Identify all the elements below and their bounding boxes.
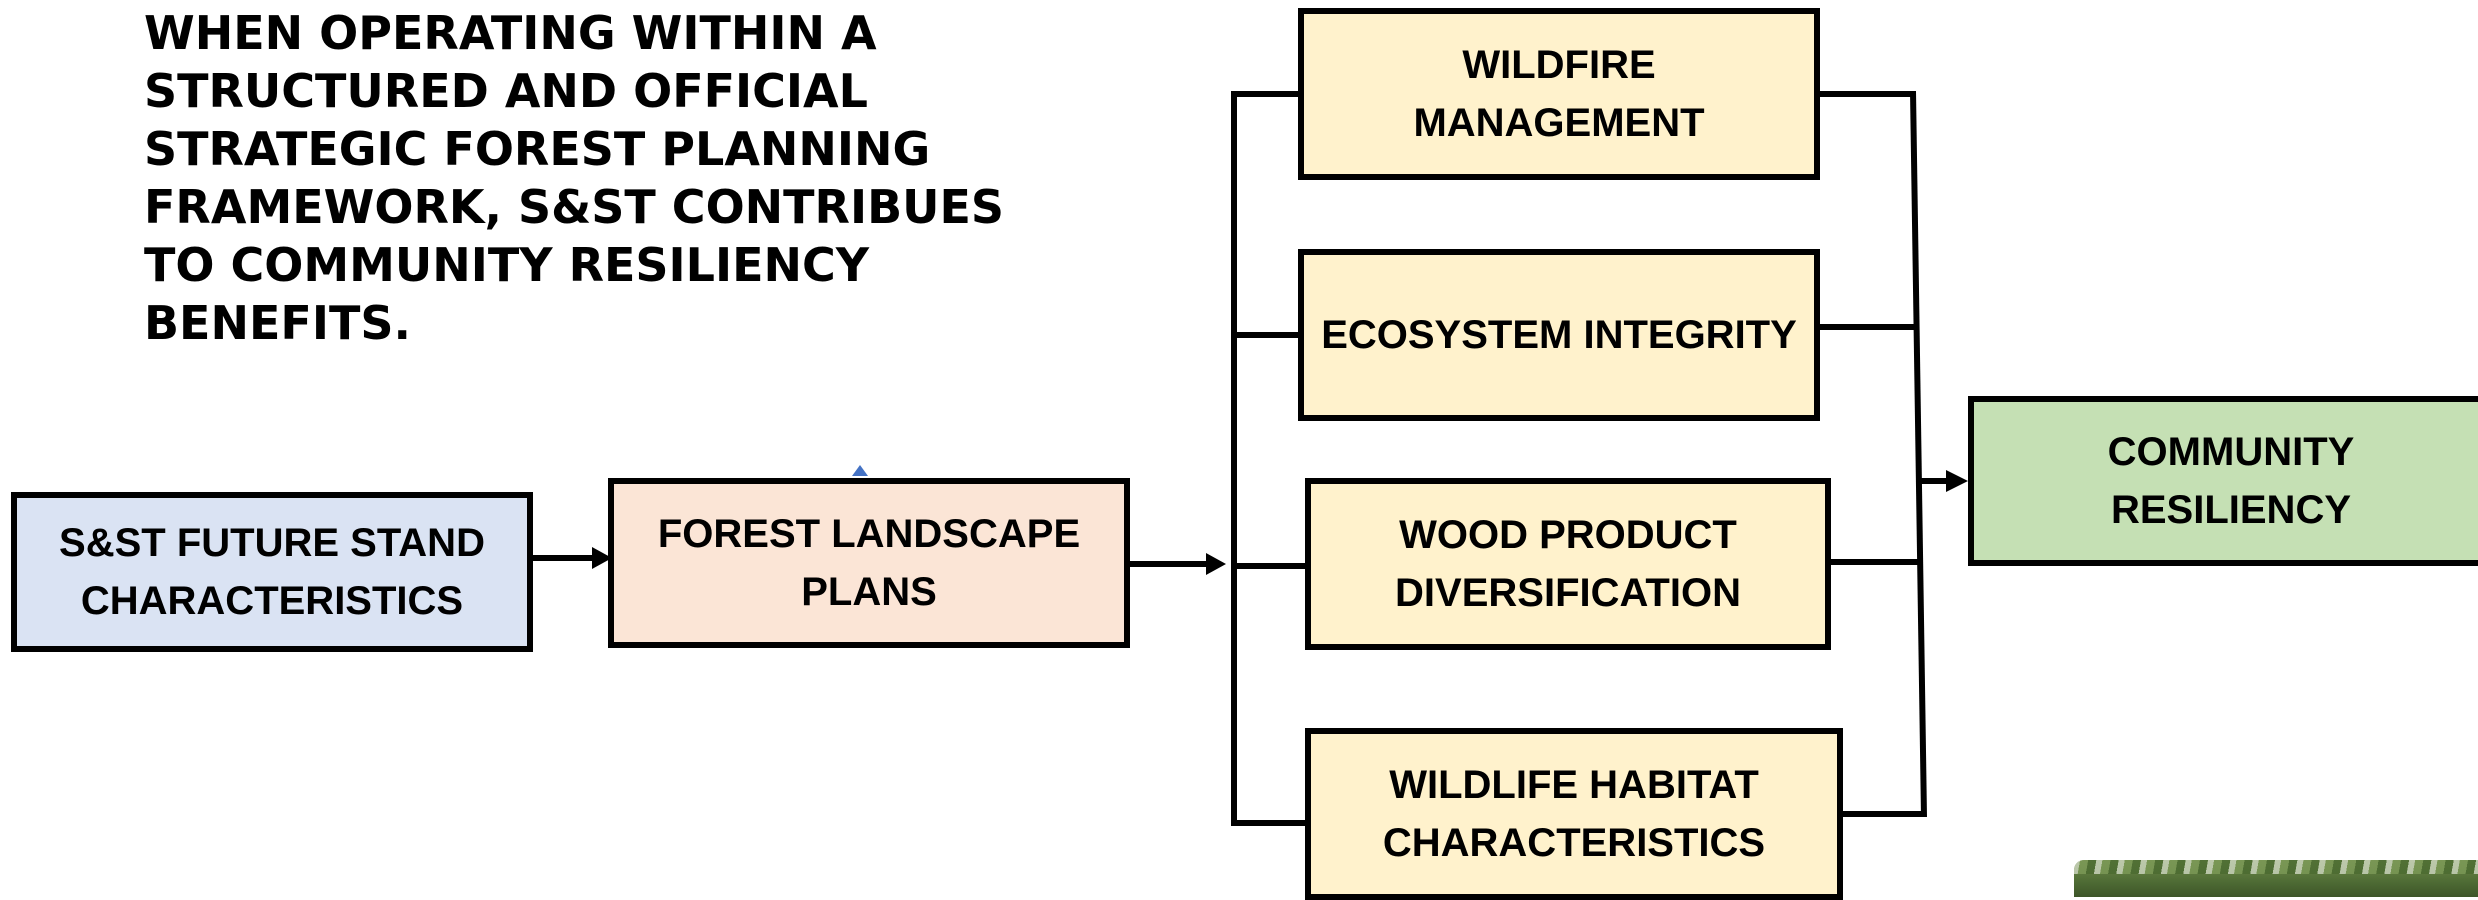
node-community-resiliency: COMMUNITY RESILIENCY (1968, 396, 2478, 566)
node-ecosystem-line-1: ECOSYSTEM INTEGRITY (1321, 313, 1797, 357)
node-wood-product-diversification: WOOD PRODUCT DIVERSIFICATION (1305, 478, 1831, 650)
node-wood-product-line-1: WOOD PRODUCT (1399, 513, 1737, 557)
headline-line-4: FRAMEWORK, S&ST CONTRIBUES (144, 180, 1005, 234)
arrowhead-bus-to-community (1946, 470, 1968, 492)
node-wildfire-line-1: WILDFIRE (1462, 43, 1656, 87)
node-wildlife-habitat-characteristics: WILDLIFE HABITAT CHARACTERISTICS (1305, 728, 1843, 900)
node-future-stand-line-1: S&ST FUTURE STAND (59, 521, 485, 565)
node-future-stand-characteristics: S&ST FUTURE STAND CHARACTERISTICS (11, 492, 533, 652)
arrowhead-plans-to-bus (1206, 553, 1226, 575)
cursor-marker-icon (852, 465, 868, 476)
node-forest-landscape-line-1: FOREST LANDSCAPE (657, 512, 1081, 556)
node-community-line-2: RESILIENCY (2110, 488, 2352, 532)
node-forest-landscape-plans: FOREST LANDSCAPE PLANS (608, 478, 1130, 648)
node-ecosystem-integrity: ECOSYSTEM INTEGRITY (1298, 249, 1820, 421)
headline-line-3: STRATEGIC FOREST PLANNING (144, 122, 931, 176)
node-wildfire-management: WILDFIRE MANAGEMENT (1298, 8, 1820, 180)
headline-line-2: STRUCTURED AND OFFICIAL (144, 64, 868, 118)
headline-line-5: TO COMMUNITY RESILIENCY (144, 238, 870, 292)
headline-line-6: BENEFITS. (144, 296, 411, 350)
node-wildlife-line-2: CHARACTERISTICS (1382, 821, 1766, 865)
forest-photo-thumbnail (2074, 860, 2478, 897)
arrowhead-stand-to-plans (592, 547, 612, 569)
node-wildlife-line-1: WILDLIFE HABITAT (1389, 763, 1759, 807)
node-forest-landscape-line-2: PLANS (801, 570, 937, 614)
node-wildfire-line-2: MANAGEMENT (1413, 101, 1705, 145)
node-future-stand-line-2: CHARACTERISTICS (80, 579, 464, 623)
right-bus (1910, 90, 1927, 818)
headline: WHEN OPERATING WITHIN A STRUCTURED AND O… (144, 4, 1144, 352)
headline-line-1: WHEN OPERATING WITHIN A (144, 6, 877, 60)
node-community-line-1: COMMUNITY (2107, 430, 2355, 474)
node-wood-product-line-2: DIVERSIFICATION (1395, 571, 1741, 615)
